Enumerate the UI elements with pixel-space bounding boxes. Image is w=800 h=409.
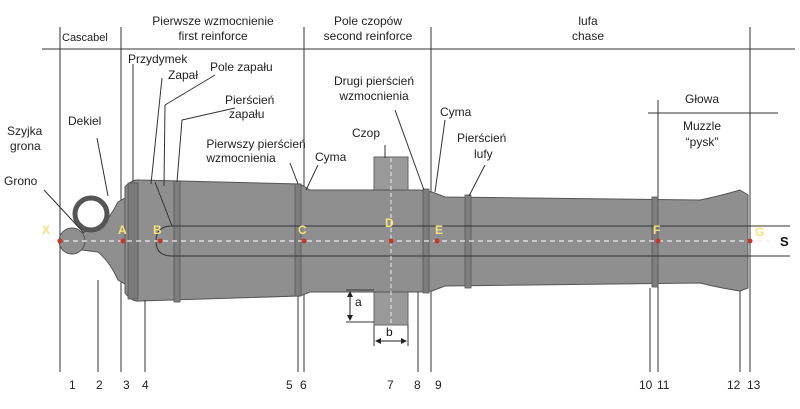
point-g-dot — [747, 238, 753, 244]
leader-zapal — [150, 77, 163, 185]
label-glowa: Głowa — [685, 92, 719, 106]
dim-a-heads — [347, 291, 353, 321]
label-cyma-left: Cyma — [315, 150, 347, 164]
point-x-dot — [57, 238, 63, 244]
leader-szyjka — [43, 189, 85, 234]
leader-pierscien-zapalu-b — [176, 119, 183, 183]
point-c-dot — [301, 238, 307, 244]
label-pierscien-lufy-2: lufy — [474, 147, 493, 161]
number-10: 10 — [639, 378, 653, 392]
label-grono: Grono — [4, 174, 38, 188]
number-13: 13 — [747, 378, 761, 392]
point-b-dot — [157, 238, 163, 244]
label-czop: Czop — [352, 126, 380, 140]
leader-dekiel — [96, 137, 109, 197]
leader-pierscien-lufy — [468, 164, 486, 197]
dim-a-label: a — [355, 295, 362, 309]
point-e-label: E — [435, 223, 443, 237]
section-chase-en: chase — [572, 29, 604, 43]
point-x-label: X — [42, 223, 50, 237]
point-g-label: G — [755, 225, 764, 239]
number-6: 6 — [300, 378, 307, 392]
label-drugi-pierscien-2: wzmocnienia — [338, 89, 409, 103]
label-szyjka-2: grona — [10, 139, 41, 153]
leader-cyma-left — [305, 164, 319, 191]
number-4: 4 — [142, 378, 149, 392]
number-2: 2 — [96, 378, 103, 392]
dim-b-label: b — [386, 325, 393, 339]
number-11: 11 — [657, 378, 670, 392]
section-second-reinforce-en: second reinforce — [324, 29, 413, 43]
label-pierscien-zapalu-2: zapału — [229, 107, 264, 121]
section-cascabel: Cascabel — [62, 32, 108, 44]
number-7: 7 — [387, 378, 394, 392]
number-9: 9 — [435, 378, 442, 392]
leader-pierwszy-pierscien — [289, 162, 299, 185]
label-pierwszy-pierscien-1: Pierwszy pierścień — [206, 137, 305, 151]
point-d-dot — [388, 238, 394, 244]
point-d-label: D — [385, 216, 394, 230]
label-pierscien-lufy-1: Pierścień — [457, 131, 506, 145]
point-c-label: C — [298, 223, 307, 237]
section-first-reinforce-en: first reinforce — [178, 29, 248, 43]
point-e-dot — [434, 238, 440, 244]
label-pysk: “pysk” — [686, 135, 719, 149]
label-przydymek: Przydymek — [128, 52, 188, 66]
number-1: 1 — [69, 378, 76, 392]
leader-pole-zapalu-a — [164, 74, 216, 106]
first-reinforce-ring — [294, 183, 302, 297]
number-12: 12 — [727, 378, 741, 392]
section-chase-pl: lufa — [578, 14, 598, 28]
label-drugi-pierscien-1: Drugi pierścień — [334, 74, 414, 88]
point-f-dot — [655, 238, 661, 244]
label-szyjka-1: Szyjka — [7, 124, 43, 138]
leader-drugi-pierscien — [394, 109, 425, 191]
section-second-reinforce-pl: Pole czopów — [334, 14, 402, 28]
label-pierwszy-pierscien-2: wzmocnienia — [205, 151, 276, 165]
point-a-dot — [120, 238, 126, 244]
point-b-label: B — [153, 223, 162, 237]
number-5: 5 — [286, 378, 293, 392]
section-first-reinforce-pl: Pierwsze wzmocnienie — [152, 14, 274, 28]
point-f-label: F — [653, 223, 660, 237]
label-cyma-right: Cyma — [440, 105, 472, 119]
label-dekiel: Dekiel — [68, 114, 101, 128]
label-pole-zapalu: Pole zapału — [210, 60, 273, 74]
number-8: 8 — [414, 378, 421, 392]
leader-cyma-right — [434, 119, 446, 193]
vent-line — [154, 181, 173, 227]
label-muzzle: Muzzle — [683, 119, 721, 133]
point-a-label: A — [118, 223, 127, 237]
breeching-ring — [72, 195, 110, 233]
leader-pierscien-zapalu-a — [181, 107, 236, 121]
bore-label: S — [780, 234, 789, 249]
number-3: 3 — [123, 378, 130, 392]
cascabel-button — [58, 227, 86, 255]
leader-pole-zapalu-b — [163, 104, 166, 187]
label-zapal: Zapał — [168, 68, 198, 82]
label-pierscien-zapalu-1: Pierścień — [225, 93, 274, 107]
